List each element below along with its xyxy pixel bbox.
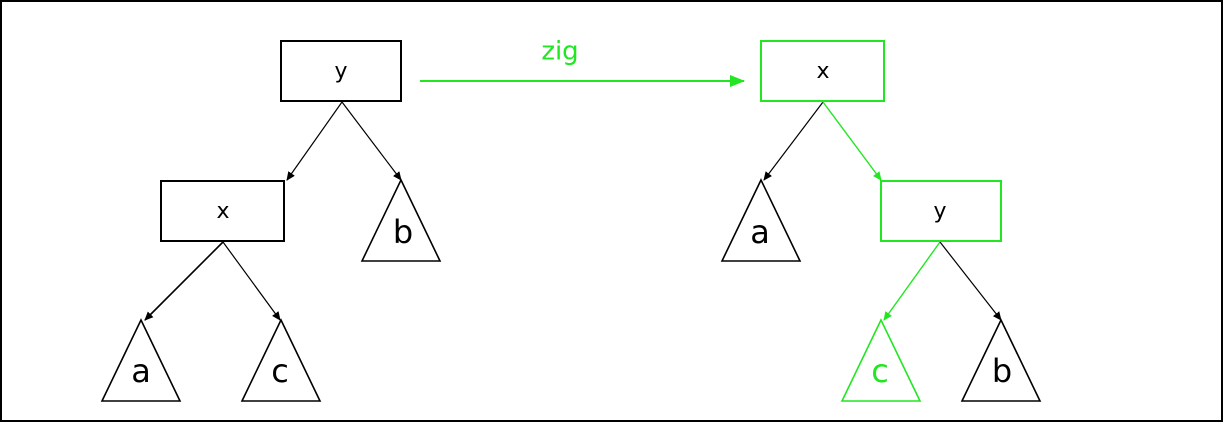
- edge-y-to-c-after: [883, 241, 941, 321]
- after-right-left-subtree: c: [840, 318, 922, 402]
- edge-y-to-x: [286, 101, 343, 181]
- edge-x-to-y-after: [822, 101, 882, 181]
- before-right-subtree: b: [360, 178, 442, 262]
- before-left-child-node: x: [160, 180, 285, 242]
- before-left-child-label: x: [216, 199, 229, 224]
- before-root-label: y: [334, 59, 347, 84]
- after-left-subtree: a: [720, 178, 802, 262]
- after-root-label: x: [816, 59, 829, 84]
- after-right-right-subtree: b: [960, 318, 1042, 402]
- before-left-left-subtree: a: [100, 318, 182, 402]
- zig-label: zig: [541, 37, 578, 67]
- before-tree: y x b a c: [100, 40, 442, 402]
- edge-y-to-b-after: [939, 241, 1002, 321]
- edge-y-to-b: [341, 101, 402, 181]
- edge-x-to-c: [222, 241, 281, 321]
- edge-x-to-a-after: [763, 101, 824, 181]
- after-right-child-label: y: [933, 199, 946, 224]
- before-right-subtree-label: b: [393, 213, 413, 251]
- edge-x-to-a: [144, 241, 224, 321]
- after-right-right-subtree-label: b: [992, 352, 1012, 390]
- after-left-subtree-label: a: [750, 213, 770, 251]
- after-right-left-subtree-label: c: [871, 352, 889, 390]
- after-tree: x y a c b: [720, 40, 1042, 402]
- before-left-right-subtree: c: [240, 318, 322, 402]
- before-left-left-subtree-label: a: [131, 352, 151, 390]
- before-root-node: y: [280, 40, 402, 102]
- before-left-right-subtree-label: c: [271, 352, 289, 390]
- after-right-child-node: y: [880, 180, 1002, 242]
- zig-operation: zig: [420, 37, 745, 87]
- after-root-node: x: [760, 40, 885, 102]
